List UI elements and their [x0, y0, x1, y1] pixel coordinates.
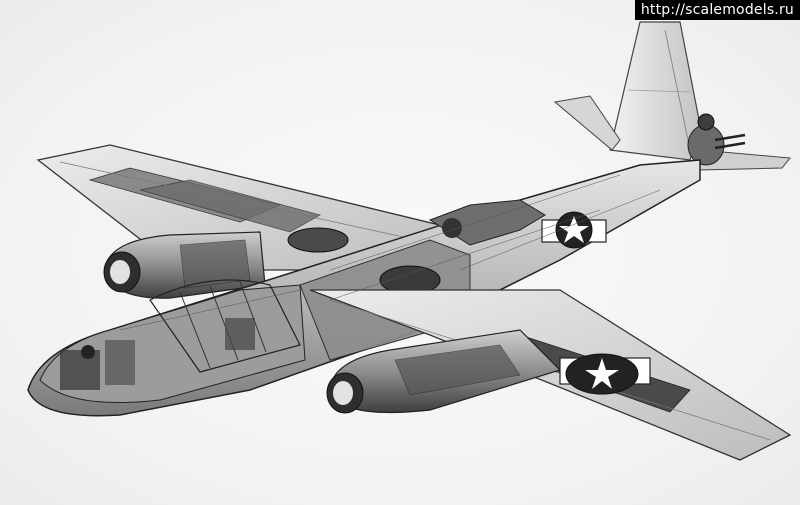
source-watermark: http://scalemodels.ru [634, 0, 800, 20]
panel-line-details [119, 174, 661, 331]
tail-turret [687, 113, 746, 166]
starboard-engine-nacelle [326, 329, 562, 414]
wing-national-insignia [559, 353, 651, 395]
cockpit-cutaway [39, 279, 306, 403]
dorsal-gun-position [428, 199, 546, 246]
vertical-stabilizer [609, 21, 701, 161]
port-engine-nacelle [103, 231, 266, 299]
